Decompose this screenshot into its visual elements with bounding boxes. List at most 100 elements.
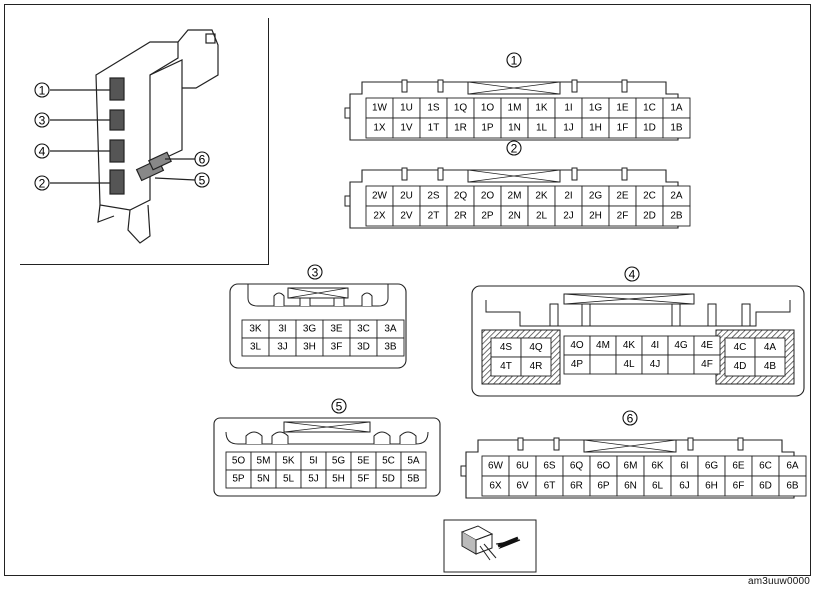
connector-5-pin: 5H (325, 469, 352, 489)
svg-text:4C: 4C (734, 342, 747, 353)
connector-2-pin: 2L (527, 205, 556, 227)
connector-6-pin: 6C (751, 455, 780, 477)
connector-6-pin: 6B (778, 475, 807, 497)
svg-text:5F: 5F (358, 474, 370, 485)
svg-text:6F: 6F (733, 481, 745, 492)
connector-6-pin: 6L (643, 475, 672, 497)
svg-text:2J: 2J (563, 211, 574, 222)
svg-text:1E: 1E (616, 103, 629, 114)
connector-6-pin: 6A (778, 455, 807, 477)
connector-4-pin: 4K (615, 335, 643, 356)
connector-5-pin: 5K (275, 451, 302, 471)
svg-text:1T: 1T (428, 123, 440, 134)
connector-4-pin: 4G (667, 335, 695, 356)
svg-text:4: 4 (39, 145, 46, 159)
connector-5-pin: 5J (300, 469, 327, 489)
svg-text:2I: 2I (564, 191, 572, 202)
svg-text:5D: 5D (382, 474, 395, 485)
svg-text:5O: 5O (232, 456, 246, 467)
connector-view-arrow-icon (443, 519, 537, 573)
connector-2-pin: 2B (662, 205, 691, 227)
svg-text:1B: 1B (670, 123, 683, 134)
svg-text:6X: 6X (489, 481, 502, 492)
connector-2-pin: 2C (635, 185, 664, 207)
figure-code: am3uuw0000 (747, 576, 810, 587)
connector-1-pin: 1M (500, 97, 529, 119)
connector-3-pin: 3D (349, 337, 378, 357)
connector-5-pin: 5M (250, 451, 277, 471)
connector-4-pin: 4F (693, 354, 721, 375)
svg-text:1V: 1V (400, 123, 413, 134)
svg-text:5E: 5E (357, 456, 370, 467)
svg-text:2B: 2B (670, 211, 683, 222)
svg-text:6C: 6C (759, 461, 772, 472)
svg-text:1D: 1D (643, 123, 656, 134)
svg-text:2: 2 (511, 142, 518, 156)
svg-text:2Q: 2Q (454, 191, 468, 202)
connector-3-pin: 3B (376, 337, 405, 357)
svg-text:4K: 4K (623, 340, 636, 351)
svg-text:3L: 3L (250, 342, 262, 353)
connector-4-right-pin: 4A (754, 337, 786, 358)
connector-2-number: 2 (506, 140, 522, 156)
svg-text:6J: 6J (679, 481, 690, 492)
connector-3-number: 3 (307, 264, 323, 280)
connector-4-pin: 4J (641, 354, 669, 375)
connector-6-pin: 6P (589, 475, 618, 497)
svg-text:3G: 3G (303, 324, 317, 335)
svg-text:6N: 6N (624, 481, 637, 492)
svg-text:2M: 2M (508, 191, 522, 202)
connector-4-pin: 4L (615, 354, 643, 375)
svg-text:1S: 1S (427, 103, 440, 114)
connector-6-pin: 6U (508, 455, 537, 477)
connector-6-pin: 6I (670, 455, 699, 477)
svg-text:2C: 2C (643, 191, 656, 202)
svg-text:5N: 5N (257, 474, 270, 485)
svg-text:3D: 3D (357, 342, 370, 353)
svg-text:6B: 6B (786, 481, 799, 492)
svg-text:4L: 4L (623, 359, 635, 370)
connector-2-pin: 2F (608, 205, 637, 227)
svg-text:6A: 6A (786, 461, 799, 472)
connector-3-pin: 3I (268, 319, 297, 339)
connector-4-pin: 4E (693, 335, 721, 356)
connector-3-pin: 3L (241, 337, 270, 357)
connector-2-pin: 2X (365, 205, 394, 227)
connector-4-pin: 4I (641, 335, 669, 356)
connector-1-pin: 1D (635, 117, 664, 139)
connector-1-pin: 1Q (446, 97, 475, 119)
connector-4-pin (589, 354, 617, 375)
connector-5-pin: 5N (250, 469, 277, 489)
connector-6-pin: 6R (562, 475, 591, 497)
svg-text:4A: 4A (764, 342, 777, 353)
svg-text:2D: 2D (643, 211, 656, 222)
connector-4-left-pin: 4R (520, 356, 552, 377)
svg-text:6L: 6L (652, 481, 664, 492)
svg-text:5B: 5B (407, 474, 420, 485)
svg-text:6S: 6S (543, 461, 556, 472)
svg-text:2L: 2L (536, 211, 548, 222)
connector-4-pin (667, 354, 695, 375)
svg-text:2T: 2T (428, 211, 440, 222)
svg-text:4M: 4M (596, 340, 610, 351)
connector-5-pin: 5G (325, 451, 352, 471)
connector-2-pin: 2E (608, 185, 637, 207)
connector-2-pin: 2W (365, 185, 394, 207)
svg-text:2N: 2N (508, 211, 521, 222)
connector-2-pin: 2V (392, 205, 421, 227)
svg-text:4G: 4G (674, 340, 688, 351)
svg-text:5: 5 (199, 174, 206, 188)
connector-2-pin: 2U (392, 185, 421, 207)
svg-text:5C: 5C (382, 456, 395, 467)
connector-6-pin: 6J (670, 475, 699, 497)
svg-text:1L: 1L (536, 123, 548, 134)
connector-1-pin: 1E (608, 97, 637, 119)
connector-3-pin: 3K (241, 319, 270, 339)
svg-text:3H: 3H (303, 342, 316, 353)
connector-3-pin: 3H (295, 337, 324, 357)
connector-2-pin: 2P (473, 205, 502, 227)
diagram-frame (4, 4, 811, 576)
